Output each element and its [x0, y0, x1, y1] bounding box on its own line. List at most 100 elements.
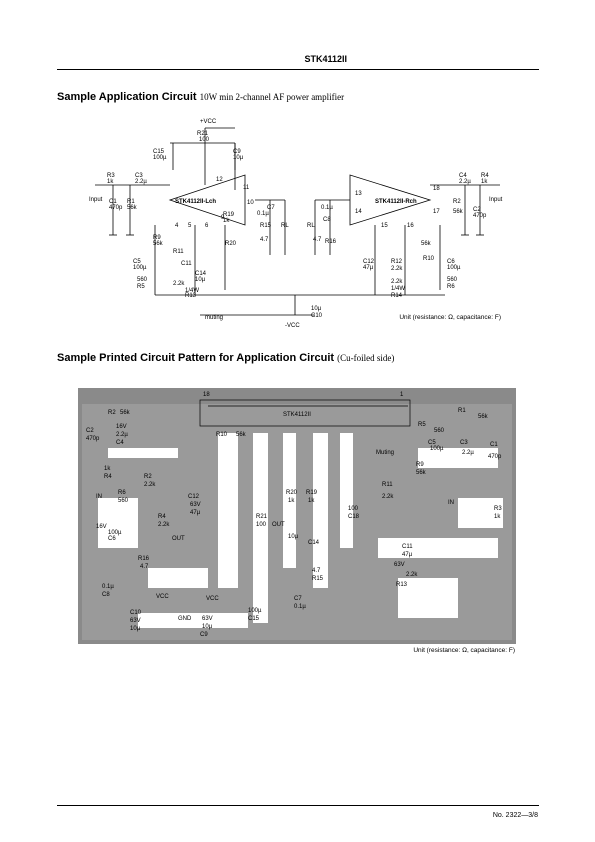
label-r15: R15: [260, 223, 272, 229]
pcb-r6: R6: [118, 490, 126, 496]
label-r21v: 100: [199, 137, 210, 143]
label-r13: R13: [185, 293, 197, 299]
pcb-r9v: 56k: [416, 470, 427, 476]
pcb-r4b: R4: [158, 514, 166, 520]
label-pin-5: 5: [188, 223, 192, 229]
label-r19: R19: [223, 212, 235, 218]
label-r6v: 560: [447, 277, 458, 283]
pcb-c1v: 470p: [488, 454, 502, 460]
label-ic-r: STK4112II-Rch: [375, 199, 417, 205]
pcb-muting: Muting: [376, 450, 394, 456]
unit-note-circuit: Unit (resistance: Ω, capacitance: F): [399, 314, 501, 321]
label-pin-13: 13: [355, 191, 362, 197]
label-qw-l: 1/4W: [185, 288, 199, 294]
pcb-r16: R16: [138, 556, 150, 562]
pcb-c6w: 16V: [96, 524, 107, 530]
pcb-c5: C5: [428, 440, 436, 446]
label-pin-9: 9: [221, 215, 225, 221]
pcb-c6: C6: [108, 536, 116, 542]
label-r5: R5: [137, 284, 145, 290]
label-c15: C15: [153, 149, 165, 155]
label-c4: C4: [459, 173, 467, 179]
section2-subtitle: (Cu-foiled side): [337, 353, 395, 363]
pcb-c11w: 63V: [394, 562, 405, 568]
label-input-r: Input: [489, 197, 503, 203]
label-c3v: 2.2µ: [135, 179, 147, 185]
label-r6: R6: [447, 284, 455, 290]
pcb-r6v: 560: [118, 498, 129, 504]
label-r4v: 1k: [481, 179, 488, 185]
page-header: STK4112II: [0, 54, 595, 64]
label-c10: C10: [311, 313, 323, 319]
pcb-part: STK4112II: [283, 412, 311, 418]
pcb-r13v: 2.2k: [406, 572, 418, 578]
label-r10v: 56k: [421, 241, 432, 247]
label-c6v: 100µ: [447, 265, 461, 271]
label-c5: C5: [133, 259, 141, 265]
label-c12v: 47µ: [363, 265, 374, 271]
label-pin-6: 6: [205, 223, 209, 229]
section1-title: Sample Application Circuit: [57, 91, 197, 103]
label-r10: R10: [423, 256, 435, 262]
label-r9v: 56k: [153, 241, 164, 247]
pcb-vcc2: VCC: [206, 596, 219, 602]
label-c15v: 100µ: [153, 155, 167, 161]
pcb-c3v: 2.2µ: [462, 450, 474, 456]
label-r12v2: 2.2k: [391, 279, 403, 285]
label-muting: muting: [205, 315, 223, 321]
label-c6: C6: [447, 259, 455, 265]
pcb-in-r: IN: [448, 500, 454, 506]
label-r12: R12: [391, 259, 403, 265]
pcb-r2b: R2: [144, 474, 152, 480]
pcb-c12w: 63V: [190, 502, 201, 508]
section-title-pcb: Sample Printed Circuit Pattern for Appli…: [57, 352, 394, 364]
label-pin-14: 14: [355, 209, 362, 215]
label-c9: C9: [233, 149, 241, 155]
label-pin-15: 15: [381, 223, 388, 229]
label-r3v: 1k: [107, 179, 114, 185]
pcb-r21v: 100: [256, 522, 267, 528]
footer-rule: [57, 805, 539, 806]
section1-subtitle: 10W min 2-channel AF power amplifier: [199, 92, 345, 102]
pcb-r5: R5: [418, 422, 426, 428]
pcb-c9: C9: [200, 632, 208, 638]
pcb-c12: C12: [188, 494, 200, 500]
label-r16v: 4.7: [313, 237, 322, 243]
label-c1v: 470p: [109, 205, 123, 211]
label-r2v: 56k: [453, 209, 464, 215]
label-c1: C1: [109, 199, 117, 205]
label-c8v: 0.1µ: [321, 205, 333, 211]
application-schematic: +VCC R21 100 C15 100µ C9 10µ R3 1k C3 2.…: [89, 119, 503, 329]
pcb-c8v: 0.1µ: [102, 584, 114, 590]
label-r1v: 56k: [127, 205, 138, 211]
label-pin-4: 4: [175, 223, 179, 229]
label-r11v: 2.2k: [173, 281, 185, 287]
pcb-r9: R9: [416, 462, 424, 468]
pcb-clearance: [82, 404, 512, 640]
pcb-r19v: 1k: [308, 498, 315, 504]
pcb-r3v: 1k: [494, 514, 501, 520]
pcb-r19: R19: [306, 490, 318, 496]
pcb-r1v: 56k: [478, 414, 489, 420]
label-rl-l: RL: [281, 223, 289, 229]
label-c2: C2: [473, 207, 481, 213]
label-pin-18: 18: [433, 186, 440, 192]
label-pin-11: 11: [243, 185, 250, 191]
pcb-c18v: 100: [348, 506, 359, 512]
label-r11: R11: [173, 249, 184, 255]
pcb-r11: R11: [382, 482, 393, 488]
pcb-c14: C14: [308, 540, 320, 546]
label-r2: R2: [453, 199, 461, 205]
pcb-c2v: 470p: [86, 436, 100, 442]
label-c4v: 2.2µ: [459, 179, 471, 185]
label-r3: R3: [107, 173, 115, 179]
pcb-out-r: OUT: [172, 536, 185, 542]
pcb-in-l: IN: [96, 494, 102, 500]
pcb-pattern: 18 1 STK4112II R2 56k R1 56k R10 56k R5 …: [78, 388, 516, 644]
pcb-c15v: 16V: [116, 424, 127, 430]
pcb-c15: C15: [248, 616, 260, 622]
pcb-c5v: 100µ: [430, 446, 444, 452]
pcb-r2bv: 2.2k: [144, 482, 156, 488]
label-c10v: 10µ: [311, 306, 322, 312]
header-rule: [57, 69, 539, 70]
